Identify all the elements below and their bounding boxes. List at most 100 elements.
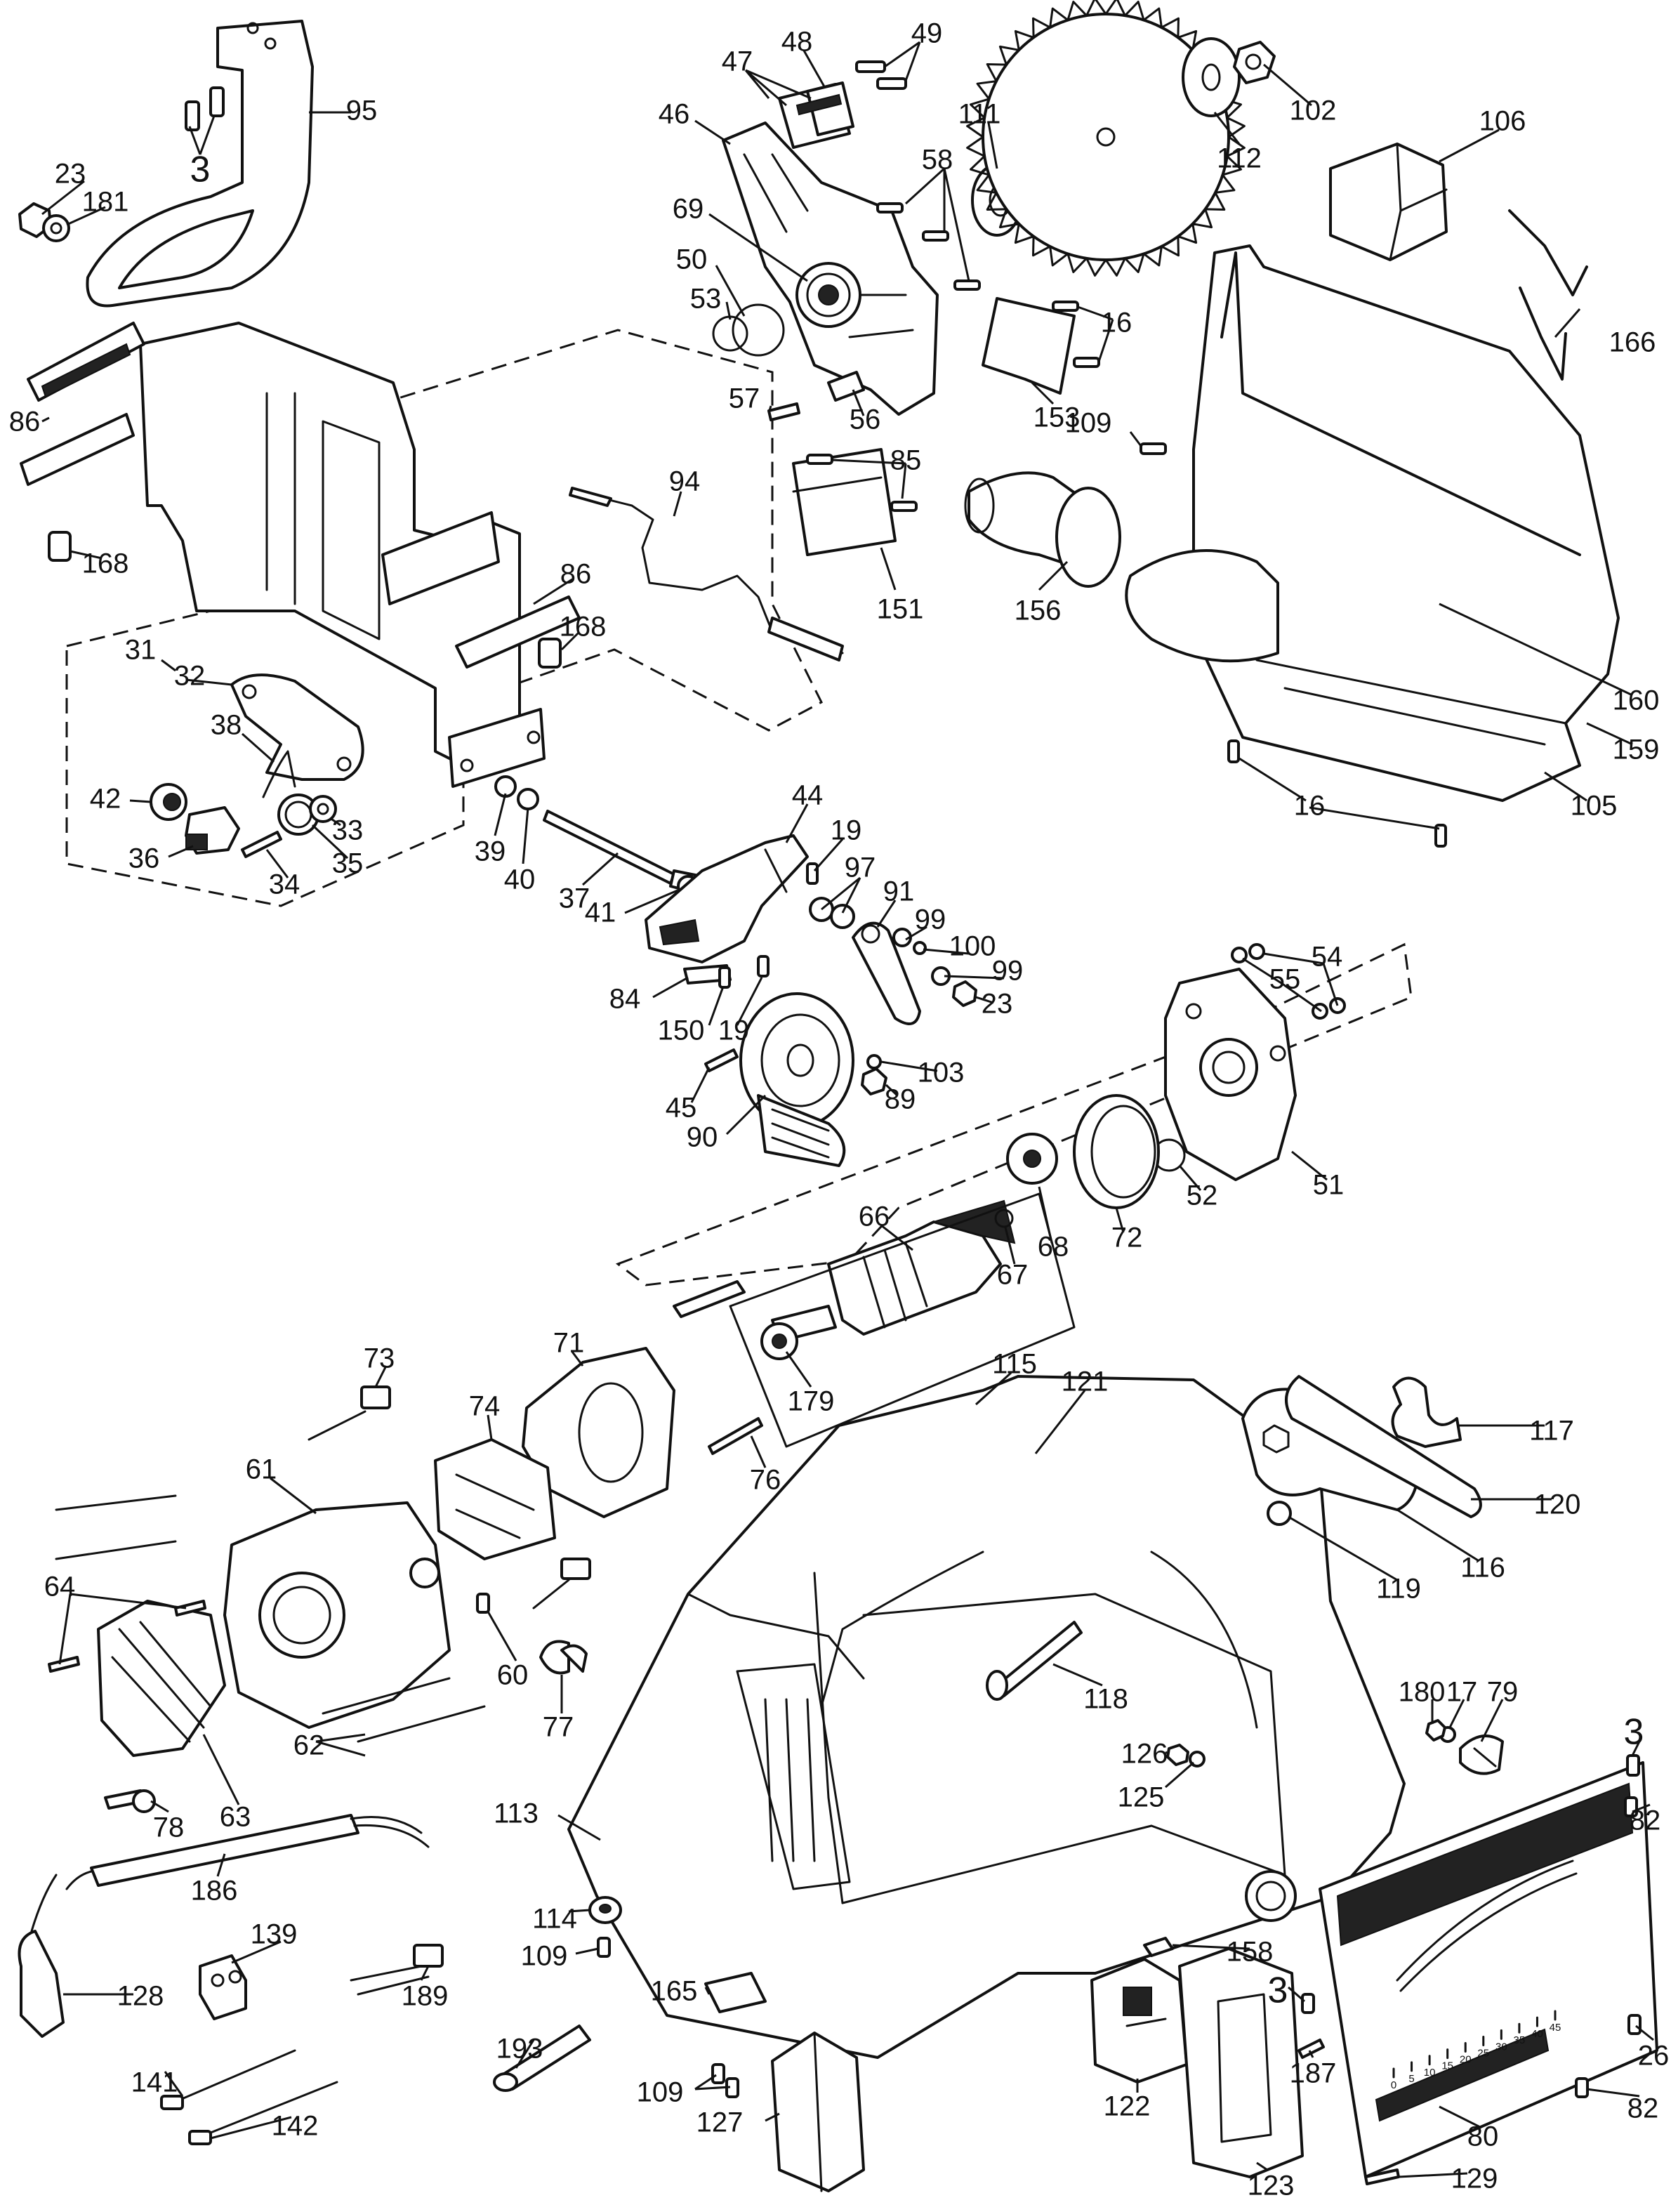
- callout-79: 79: [1487, 1677, 1519, 1708]
- brush-73: [308, 1385, 391, 1441]
- plug-128: [18, 1874, 65, 2038]
- callout-80: 80: [1467, 2121, 1499, 2152]
- bracket-86-left: [20, 322, 145, 486]
- callout-33: 33: [332, 815, 364, 846]
- dust-cap-106: [1329, 143, 1448, 261]
- screws-49: [855, 60, 907, 90]
- bevel-scale-label: 25: [1477, 2047, 1489, 2059]
- callout-3: 3: [1624, 1712, 1644, 1753]
- field-71: [522, 1347, 675, 1518]
- clamp-78: [104, 1789, 156, 1813]
- pin-60: [476, 1593, 490, 1614]
- gearcase-51: [1164, 968, 1297, 1181]
- callout-52: 52: [1187, 1180, 1218, 1211]
- callout-62: 62: [293, 1730, 325, 1761]
- callout-86: 86: [9, 407, 41, 437]
- yoke-44: [645, 834, 809, 963]
- lever-91: [852, 921, 921, 1025]
- motor-housing-outline: [615, 942, 1413, 1286]
- screws-85: [806, 454, 918, 512]
- callout-99: 99: [915, 904, 946, 935]
- callout-36: 36: [128, 843, 160, 874]
- callout-82: 82: [1627, 2093, 1659, 2124]
- screw-187: [1297, 2039, 1325, 2059]
- callout-187: 187: [1290, 2058, 1337, 2089]
- callout-111: 111: [958, 99, 1001, 130]
- callout-38: 38: [211, 710, 242, 741]
- callout-35: 35: [332, 848, 364, 879]
- capacitor-189: [350, 1944, 444, 1996]
- bevel-scale-label: 30: [1495, 2041, 1507, 2053]
- callout-126: 126: [1121, 1739, 1168, 1770]
- callout-193: 193: [496, 2034, 543, 2065]
- callout-151: 151: [877, 594, 924, 625]
- wrench-120: [1285, 1375, 1482, 1518]
- callout-82: 82: [1630, 1805, 1661, 1836]
- screws-16-top: [1052, 301, 1100, 368]
- screw-19-top: [806, 862, 819, 885]
- plate-32: [230, 673, 364, 781]
- pointer-79: [1459, 1734, 1504, 1775]
- screw-34: [241, 831, 282, 858]
- gear-69: [795, 262, 861, 328]
- callout-34: 34: [269, 869, 300, 900]
- spring-38-35: [262, 750, 319, 836]
- callout-94: 94: [669, 466, 701, 497]
- pins-57-56: [767, 371, 865, 421]
- callout-72: 72: [1111, 1223, 1143, 1253]
- callout-47: 47: [722, 46, 753, 77]
- callout-165: 165: [651, 1976, 698, 2007]
- callout-117: 117: [1529, 1416, 1574, 1447]
- bevel-scale-label: 5: [1408, 2073, 1414, 2085]
- callout-168: 168: [82, 548, 129, 579]
- lock-block-36: [185, 806, 240, 855]
- callout-60: 60: [497, 1660, 529, 1691]
- callout-73: 73: [364, 1343, 395, 1374]
- callout-31: 31: [125, 635, 157, 666]
- callout-160: 160: [1613, 685, 1660, 716]
- screw-168-left: [48, 531, 72, 562]
- callout-116: 116: [1460, 1553, 1505, 1584]
- callout-61: 61: [246, 1454, 277, 1485]
- callout-50: 50: [676, 244, 708, 275]
- callout-46: 46: [659, 99, 690, 130]
- callout-129: 129: [1451, 2164, 1498, 2194]
- callout-141: 141: [131, 2067, 178, 2098]
- switch-key-158: [1143, 1937, 1174, 1957]
- callout-16: 16: [1101, 308, 1132, 338]
- screws-16-bottom: [1227, 739, 1447, 848]
- screws-64: [48, 1600, 206, 1673]
- duct-156: [964, 471, 1121, 588]
- callout-109: 109: [637, 2077, 684, 2108]
- screw-168-right: [538, 638, 562, 669]
- callout-119: 119: [1376, 1574, 1421, 1605]
- callout-67: 67: [997, 1260, 1029, 1291]
- motor-housing-61: [55, 1494, 451, 1729]
- cable-ties-166: [1508, 209, 1588, 381]
- callout-122: 122: [1104, 2091, 1151, 2122]
- callout-125: 125: [1118, 1782, 1165, 1813]
- callout-3: 3: [1268, 1970, 1288, 2011]
- callout-127: 127: [696, 2107, 744, 2138]
- bevel-scale-label: 35: [1514, 2034, 1526, 2046]
- callout-74: 74: [469, 1391, 501, 1422]
- callout-114: 114: [532, 1904, 577, 1935]
- callout-123: 123: [1248, 2171, 1295, 2201]
- clamp-165: [704, 1972, 767, 2013]
- callout-112: 112: [1217, 143, 1262, 174]
- brush-60-right: [532, 1558, 591, 1609]
- callout-189: 189: [402, 1981, 449, 2012]
- callout-180: 180: [1399, 1677, 1446, 1708]
- bearing-179: [760, 1322, 798, 1360]
- callout-105: 105: [1571, 791, 1618, 822]
- cover-127: [771, 2032, 865, 2192]
- scale-plate-80: [1319, 1761, 1658, 2178]
- leader-lines: [41, 41, 1654, 2178]
- bracket-84-150: [683, 955, 770, 989]
- callout-19: 19: [718, 1015, 750, 1046]
- switch-cover-123: [1178, 1947, 1304, 2178]
- callout-55: 55: [1269, 964, 1301, 995]
- callout-58: 58: [922, 145, 953, 176]
- callout-54: 54: [1312, 942, 1343, 973]
- callout-44: 44: [792, 780, 824, 811]
